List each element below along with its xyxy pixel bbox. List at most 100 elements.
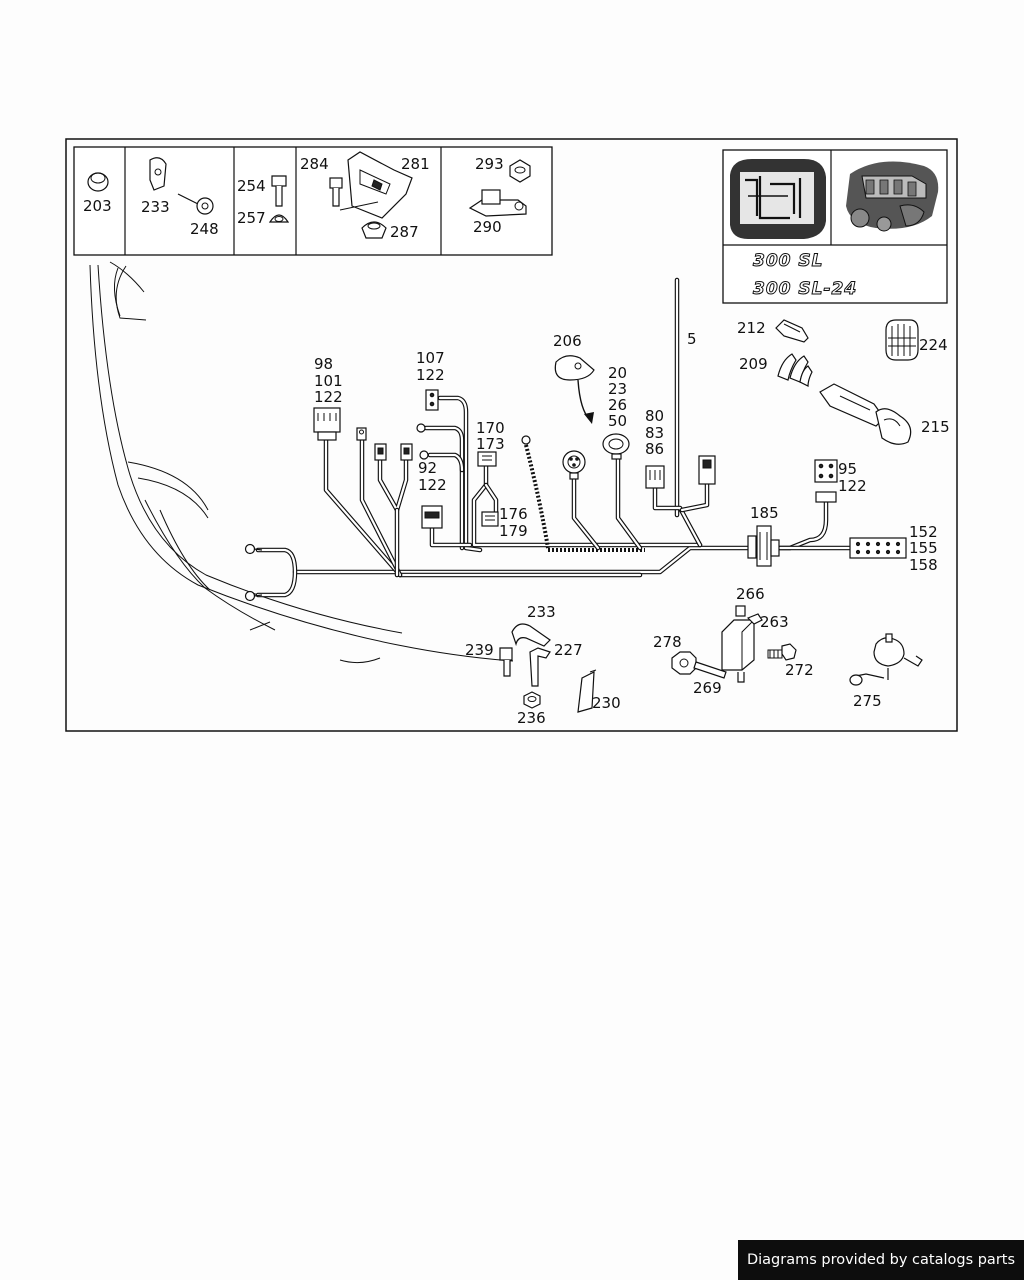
label-281: 281: [401, 155, 430, 173]
footer-credit: Diagrams provided by catalogs parts: [738, 1240, 1024, 1280]
label-215: 215: [921, 418, 950, 436]
part-281-bracket-icon: [339, 151, 413, 219]
eyelet-92: [419, 450, 429, 460]
connector-107: [425, 389, 439, 411]
part-293-nut-icon: [509, 159, 531, 183]
label-107: 107: [416, 349, 445, 367]
vehicle-body-outline: [89, 261, 514, 664]
label-287: 287: [390, 223, 419, 241]
diagram-frame: [65, 138, 958, 732]
part-284-bolt-icon: [329, 177, 343, 207]
connector-92: [421, 505, 443, 529]
grommet-185: [747, 525, 780, 567]
label-263: 263: [760, 613, 789, 631]
part-269-bracket-icon: [693, 661, 727, 679]
label-212: 212: [737, 319, 766, 337]
part-230-bracket-icon: [577, 669, 597, 713]
label-248: 248: [190, 220, 219, 238]
label-266: 266: [736, 585, 765, 603]
label-269: 269: [693, 679, 722, 697]
connector-170: [477, 451, 497, 467]
label-290: 290: [473, 218, 502, 236]
connector-80: [645, 465, 665, 489]
label-86: 86: [645, 440, 664, 458]
label-122-c: 122: [418, 476, 447, 494]
label-95: 95: [838, 460, 857, 478]
label-236: 236: [517, 709, 546, 727]
part-290-sensor-icon: [468, 189, 527, 217]
label-26: 26: [608, 396, 627, 414]
label-170: 170: [476, 419, 505, 437]
wiring-harness: [255, 277, 853, 598]
label-278: 278: [653, 633, 682, 651]
connector-small-3: [400, 443, 413, 461]
label-176: 176: [499, 505, 528, 523]
part-215-channel-icon: [819, 383, 912, 445]
label-98: 98: [314, 355, 333, 373]
part-254-bolt-icon: [271, 175, 287, 207]
label-173: 173: [476, 435, 505, 453]
ring-terminal-lower: [244, 590, 263, 602]
label-257: 257: [237, 209, 266, 227]
legend-strip: 203 233 248 254 257 284 281 287 293 290: [73, 146, 553, 256]
label-227: 227: [554, 641, 583, 659]
label-155: 155: [909, 539, 938, 557]
label-23: 23: [608, 380, 627, 398]
part-labels: 5 98 101 122 107 122 206 20 23 26 50 80 …: [314, 319, 950, 727]
part-287-grommet-icon: [361, 221, 387, 239]
round-connector-20: [562, 450, 586, 480]
connector-small-2: [374, 443, 387, 461]
connector-176: [481, 511, 499, 527]
eyelet-107-lower: [416, 423, 426, 433]
ring-terminal-upper: [244, 543, 263, 555]
model-badge-300-sl: 300 SL: [753, 251, 823, 271]
label-272: 272: [785, 661, 814, 679]
connector-152: [849, 537, 907, 559]
part-212-clip-icon: [775, 319, 809, 343]
label-122-d: 122: [838, 477, 867, 495]
label-92: 92: [418, 459, 437, 477]
part-233-clamp-icon: [511, 623, 551, 647]
label-122-a: 122: [314, 388, 343, 406]
label-224: 224: [919, 336, 948, 354]
label-233-bottom: 233: [527, 603, 556, 621]
part-227-clip-icon: [529, 647, 551, 687]
model-identification-box: 300 SL 300 SL-24: [722, 149, 948, 304]
label-230: 230: [592, 694, 621, 712]
label-179: 179: [499, 522, 528, 540]
label-293: 293: [475, 155, 504, 173]
label-50: 50: [608, 412, 627, 430]
label-83: 83: [645, 424, 664, 442]
part-224-cover-icon: [885, 319, 919, 361]
relay-86: [698, 455, 716, 485]
part-272-bolt-icon: [767, 643, 797, 661]
part-275-sensor-icon: [849, 633, 923, 686]
label-233-legend: 233: [141, 198, 170, 216]
arrow-head: [584, 412, 594, 424]
part-239-bolt-icon: [499, 647, 513, 677]
label-284: 284: [300, 155, 329, 173]
part-248-bolt-icon: [177, 193, 214, 215]
label-239: 239: [465, 641, 494, 659]
part-209-clips-icon: [777, 353, 813, 387]
label-158: 158: [909, 556, 938, 574]
label-152: 152: [909, 523, 938, 541]
label-275: 275: [853, 692, 882, 710]
label-80: 80: [645, 407, 664, 425]
label-5: 5: [687, 330, 697, 348]
model-badge-300-sl-24: 300 SL-24: [753, 279, 857, 299]
sensor-20: [602, 433, 630, 460]
part-257-washer-icon: [268, 214, 290, 223]
connector-small-1: [356, 427, 367, 441]
label-206: 206: [553, 332, 582, 350]
part-206-plate-icon: [554, 355, 595, 381]
part-233-clip-icon: [149, 157, 167, 191]
vehicle-location-thumbnail: [727, 154, 827, 241]
part-263-valve-icon: [721, 605, 763, 683]
engine-thumbnail: [835, 154, 943, 241]
label-122-b: 122: [416, 366, 445, 384]
connector-98: [313, 407, 341, 441]
label-209: 209: [739, 355, 768, 373]
label-254: 254: [237, 177, 266, 195]
